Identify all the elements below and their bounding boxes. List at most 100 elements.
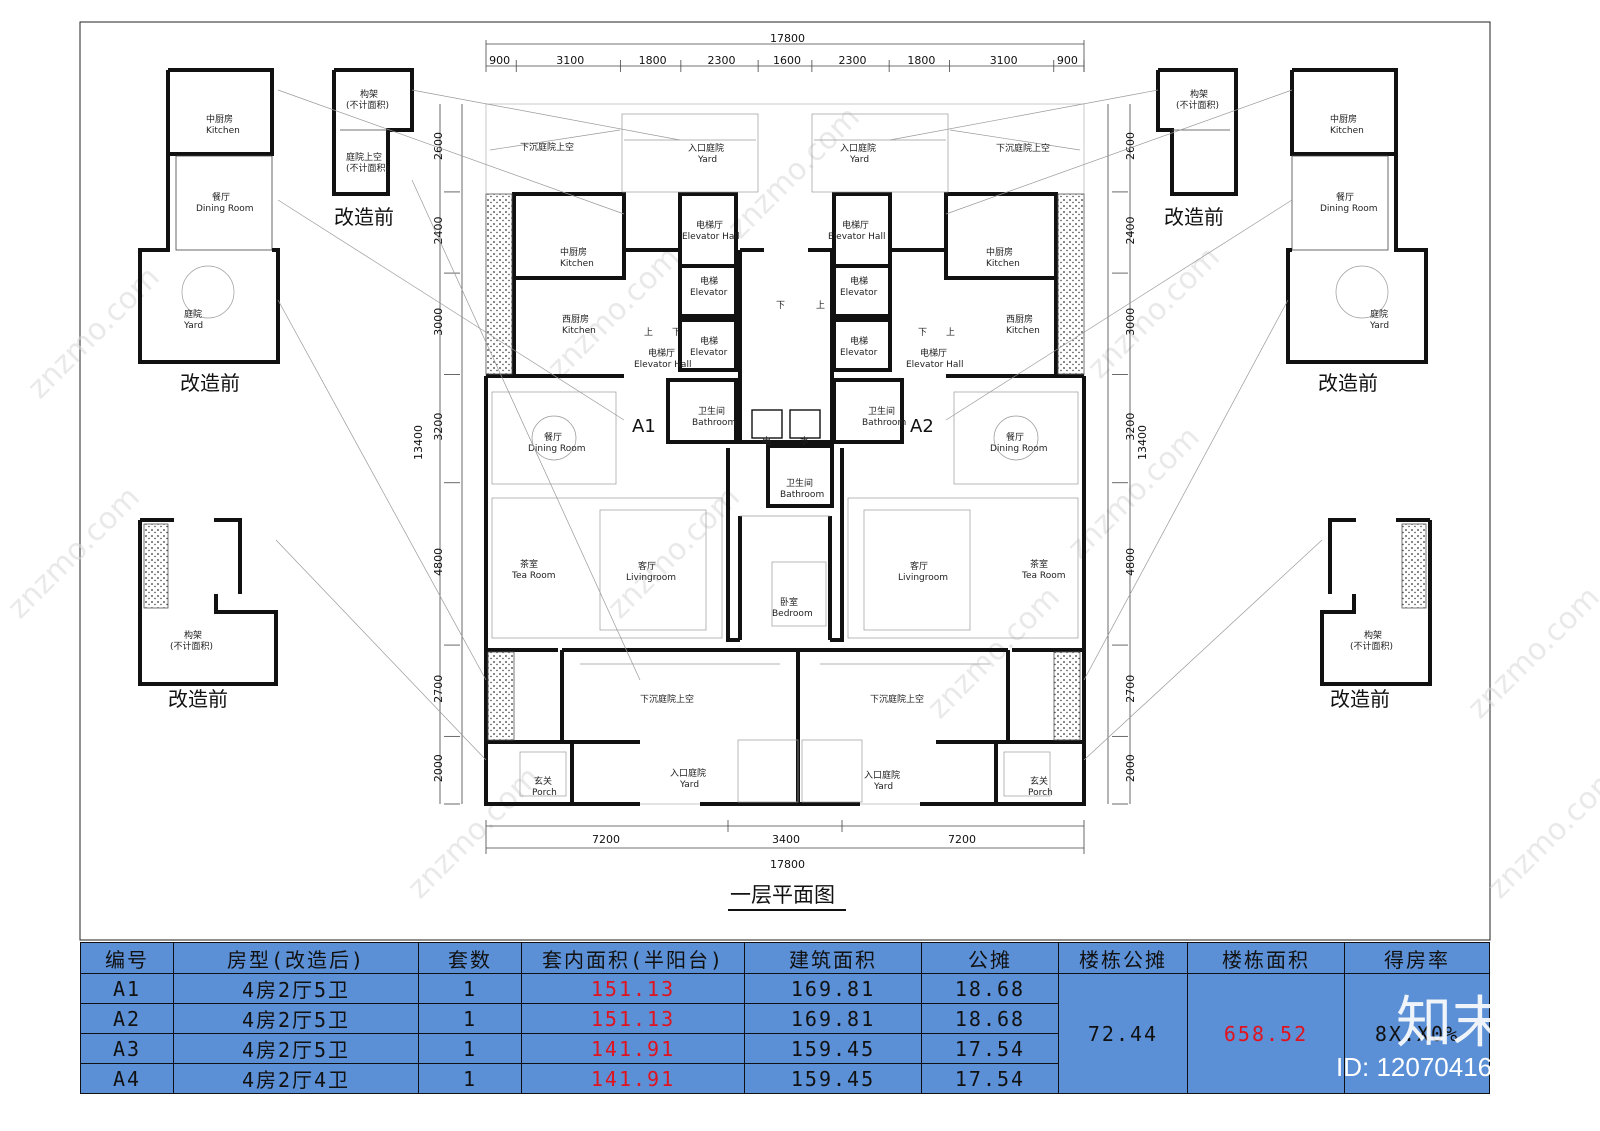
before-plan-tl: 中厨房 Kitchen 餐厅 Dining Room 庭院 Yard 改造前 bbox=[138, 68, 280, 395]
living-label-l: 客厅 bbox=[638, 560, 656, 572]
cell-id: A4 bbox=[80, 1063, 174, 1094]
living-en-r: Livingroom bbox=[898, 573, 948, 583]
tr-kitchen-en: Kitchen bbox=[1330, 126, 1364, 136]
tl2-void-note: (不计面积) bbox=[346, 162, 389, 174]
watermark-text: znzmo.com bbox=[1081, 240, 1227, 386]
cell-shared: 18.68 bbox=[921, 1003, 1059, 1034]
western-kitchen-label-l: 西厨房 bbox=[562, 313, 589, 325]
cell-type: 4房2厅5卫 bbox=[173, 1033, 419, 1064]
tl-dining-label: 餐厅 bbox=[212, 191, 230, 203]
before-label-mr: 改造前 bbox=[1330, 687, 1390, 711]
area-summary-table: 编号 房型(改造后) 套数 套内面积(半阳台) 建筑面积 公摊 楼栋公摊 楼栋面… bbox=[80, 942, 1490, 1094]
tl2-frame-note: (不计面积) bbox=[346, 99, 389, 111]
elevator-label-2: 电梯 bbox=[700, 335, 718, 347]
cell-count: 1 bbox=[418, 973, 522, 1004]
tea-room-label-l: 茶室 bbox=[520, 558, 538, 570]
tr-kitchen-label: 中厨房 bbox=[1330, 113, 1357, 125]
bathroom-label-a1: 卫生间 bbox=[698, 405, 725, 417]
bottom-seg-3: 7200 bbox=[948, 833, 976, 846]
cell-building-area: 658.52 bbox=[1187, 973, 1345, 1094]
elevator-label-3: 电梯 bbox=[850, 275, 868, 287]
stair-up-l: 上 bbox=[644, 327, 653, 338]
cell-building: 169.81 bbox=[744, 973, 922, 1004]
watermark-text: znzmo.com bbox=[1, 480, 147, 626]
sunken-yard-label-right: 下沉庭院上空 bbox=[996, 142, 1050, 154]
top-dim-segment: 3100 bbox=[556, 54, 584, 67]
side-dim-segment: 3000 bbox=[432, 308, 445, 336]
col-header: 套内面积(半阳台) bbox=[521, 942, 745, 974]
watermark-text: znzmo.com bbox=[401, 760, 547, 906]
tl-yard-label: 庭院 bbox=[184, 308, 202, 320]
main-plan bbox=[484, 103, 1086, 806]
dining-en-l: Dining Room bbox=[528, 444, 586, 454]
side-dim-segment: 4800 bbox=[1124, 548, 1137, 576]
tea-room-en-l: Tea Room bbox=[511, 571, 556, 581]
tl2-void-label: 庭院上空 bbox=[346, 151, 382, 163]
cell-count: 1 bbox=[418, 1003, 522, 1034]
living-en-l: Livingroom bbox=[626, 573, 676, 583]
stair-up-c: 上 bbox=[816, 300, 825, 311]
cell-shared: 17.54 bbox=[921, 1063, 1059, 1094]
before-label-tr2: 改造前 bbox=[1164, 205, 1224, 229]
table-row: A1 4房2厅5卫 1 151.13 169.81 18.68 72.44 65… bbox=[80, 973, 1490, 1094]
side-dim-segment: 2000 bbox=[432, 754, 445, 782]
before-plan-tr: 中厨房 Kitchen 餐厅 Dining Room 庭院 Yard 改造前 bbox=[1286, 68, 1428, 395]
tr2-frame-label: 构架 bbox=[1190, 88, 1208, 100]
entry-yard-label-tr: 入口庭院 bbox=[840, 142, 876, 154]
brand-id: ID: 1207041601 bbox=[1336, 1052, 1522, 1082]
top-dim-segment: 900 bbox=[489, 54, 510, 67]
before-label-ml: 改造前 bbox=[168, 687, 228, 711]
mr-frame-label: 构架 bbox=[1364, 629, 1382, 641]
stair-down-r: 下 bbox=[918, 328, 927, 338]
bathroom-label-a2: 卫生间 bbox=[868, 405, 895, 417]
tl-kitchen-label: 中厨房 bbox=[206, 113, 233, 125]
elevator-en-3: Elevator bbox=[840, 288, 878, 298]
side-dim-segment: 2000 bbox=[1124, 754, 1137, 782]
before-label-tr: 改造前 bbox=[1318, 371, 1378, 395]
electric-label: 电 bbox=[762, 435, 771, 447]
elevator-hall-en-r2: Elevator Hall bbox=[906, 360, 963, 370]
before-plan-mr: 构架 (不计面积) 改造前 bbox=[1320, 518, 1432, 711]
brand-logo: 知末 bbox=[1396, 991, 1508, 1056]
bedroom-en: Bedroom bbox=[772, 609, 813, 619]
col-header: 房型(改造后) bbox=[173, 942, 419, 974]
watermark-layer: znzmo.com znzmo.com znzmo.com znzmo.com … bbox=[1, 100, 1600, 906]
sheet-frame bbox=[79, 21, 1491, 941]
cell-inner: 151.13 bbox=[521, 973, 745, 1004]
cell-count: 1 bbox=[418, 1033, 522, 1064]
bathroom-en-a2: Bathroom bbox=[862, 418, 906, 428]
tl-kitchen-en: Kitchen bbox=[206, 126, 240, 136]
entry-yard-label-tl: 入口庭院 bbox=[688, 142, 724, 154]
cell-inner: 141.91 bbox=[521, 1063, 745, 1094]
before-plan-tl2: 构架 (不计面积) 庭院上空 (不计面积) 改造前 bbox=[332, 68, 414, 229]
top-dim-segment: 900 bbox=[1057, 54, 1078, 67]
cell-shared: 17.54 bbox=[921, 1033, 1059, 1064]
kitchen-en-4: Kitchen bbox=[1006, 326, 1040, 336]
top-dim-segment: 1600 bbox=[773, 54, 801, 67]
total-depth-left: 13400 bbox=[412, 425, 425, 460]
entry-yard-en-bl: Yard bbox=[679, 780, 699, 790]
elevator-hall-label-r: 电梯厅 bbox=[842, 219, 869, 231]
cell-type: 4房2厅4卫 bbox=[173, 1063, 419, 1094]
bottom-seg-1: 7200 bbox=[592, 833, 620, 846]
kitchen-en-2: Kitchen bbox=[986, 259, 1020, 269]
side-dim-segment: 2600 bbox=[1124, 132, 1137, 160]
bedroom-label: 卧室 bbox=[780, 596, 798, 608]
dining-label-l: 餐厅 bbox=[544, 431, 562, 443]
elevator-hall-en-r: Elevator Hall bbox=[828, 232, 885, 242]
elevator-hall-label-r2: 电梯厅 bbox=[920, 347, 947, 359]
cell-id: A3 bbox=[80, 1033, 174, 1064]
room-labels: 下沉庭院上空 下沉庭院上空 入口庭院 Yard 入口庭院 Yard 电梯厅 El… bbox=[511, 141, 1066, 798]
kitchen-en-1: Kitchen bbox=[560, 259, 594, 269]
bathroom-en-a1: Bathroom bbox=[692, 418, 736, 428]
tl-dining-en: Dining Room bbox=[196, 204, 254, 214]
side-dim-segment: 2400 bbox=[1124, 217, 1137, 245]
top-dim-segment: 2300 bbox=[707, 54, 735, 67]
tr-yard-en: Yard bbox=[1369, 321, 1389, 331]
tr-dining-label: 餐厅 bbox=[1336, 191, 1354, 203]
kitchen-en-3: Kitchen bbox=[562, 326, 596, 336]
western-kitchen-label-r: 西厨房 bbox=[1006, 313, 1033, 325]
leader-lines bbox=[275, 89, 1323, 761]
